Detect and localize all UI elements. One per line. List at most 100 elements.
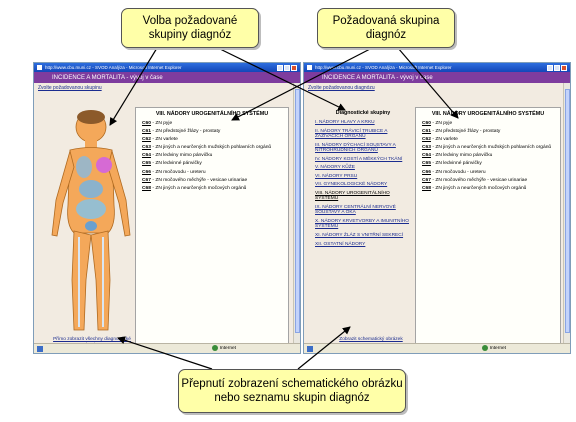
callout-choose-group: Volba požadované skupiny diagnóz	[121, 8, 259, 48]
diagnostic-group-link[interactable]: VII. GYNEKOLOGICKÉ NÁDORY	[315, 182, 388, 188]
diagnosis-item[interactable]: C60 - ZN pyje	[422, 121, 556, 127]
diagnostic-group-link[interactable]: VI. NÁDORY PRSU	[315, 173, 358, 179]
diagnosis-code[interactable]: C61	[142, 129, 151, 135]
diagnostic-group-link[interactable]: V. NÁDORY KŮŽE	[315, 165, 355, 171]
zone-label: Internet	[219, 345, 236, 351]
diagnosis-item[interactable]: C67 - ZN močového měchýře - vesicae urin…	[422, 178, 556, 184]
diagnosis-item[interactable]: C65 - ZN ledvinné pánvičky	[422, 161, 556, 167]
diagnosis-code[interactable]: C63	[142, 145, 151, 151]
choose-group-link[interactable]: Zvolte požadovanou skupinu	[38, 85, 102, 91]
diagnosis-text: - ZN předstojné žlázy - prostaty	[432, 129, 501, 135]
diagnosis-code[interactable]: C68	[422, 185, 431, 191]
diagnosis-code[interactable]: C64	[142, 153, 151, 159]
minimize-button[interactable]	[277, 64, 283, 71]
diagnosis-code[interactable]: C63	[422, 145, 431, 151]
human-body-diagram[interactable]	[48, 105, 134, 337]
diagnosis-item[interactable]: C67 - ZN močového měchýře - vesicae urin…	[142, 178, 284, 184]
diagnostic-group-link[interactable]: XII. OSTATNÍ NÁDORY	[315, 241, 366, 247]
diagnosis-item[interactable]: C62 - ZN varlete	[142, 137, 284, 143]
internet-zone-icon	[211, 345, 218, 351]
app-title: INCIDENCE A MORTALITA - vývoj v čase	[52, 74, 163, 81]
diagnosis-code[interactable]: C60	[142, 121, 151, 126]
diagnosis-code[interactable]: C60	[422, 121, 431, 126]
maximize-button[interactable]	[284, 64, 290, 71]
diagnosis-text: - ZN ledvinné pánvičky	[152, 161, 202, 167]
diagnosis-text: - ZN ledviny mimo pánvičku	[432, 153, 493, 159]
close-button[interactable]	[561, 64, 567, 71]
diagnosis-code[interactable]: C62	[422, 137, 431, 143]
diagnosis-code[interactable]: C67	[142, 177, 151, 183]
scrollbar-thumb[interactable]	[565, 89, 570, 333]
diagnostic-group-link[interactable]: I. NÁDORY HLAVY A KRKU	[315, 120, 375, 125]
diagnosis-code[interactable]: C68	[142, 185, 151, 191]
diagnosis-item[interactable]: C61 - ZN předstojné žlázy - prostaty	[422, 129, 556, 135]
diagnostic-group-link[interactable]: II. NÁDORY TRÁVICÍ TRUBICE A ZAŽÍVACÍCH …	[315, 128, 388, 139]
diagnostic-group-link[interactable]: IV. NÁDORY KOSTÍ A MĚKKÝCH TKÁNÍ	[315, 156, 403, 162]
left-leg	[71, 230, 92, 331]
diagnosis-code[interactable]: C66	[142, 169, 151, 175]
diagnosis-code[interactable]: C64	[422, 153, 431, 159]
scrollbar-thumb[interactable]	[295, 89, 300, 333]
callout-text: Požadovaná skupina diagnóz	[332, 15, 440, 41]
diagnostic-group-link[interactable]: III. NÁDORY DÝCHACÍ SOUSTAVY A NITROHRUD…	[315, 142, 396, 153]
diagnostic-group-link[interactable]: XI. NÁDORY ŽLÁZ S VNITŘNÍ SEKRECÍ	[315, 232, 404, 238]
callout-text: Volba požadované skupiny diagnóz	[142, 15, 238, 41]
diagnosis-code[interactable]: C65	[422, 161, 431, 167]
diagnosis-item[interactable]: C63 - ZN jiných a neurčených mužských po…	[422, 145, 556, 151]
minimize-button[interactable]	[547, 64, 553, 71]
status-bar: Internet	[304, 343, 570, 353]
status-bar: Internet	[34, 343, 300, 353]
choose-diagnosis-link[interactable]: Zvolte požadovanou diagnózu	[308, 85, 375, 91]
intestine-region	[76, 199, 106, 219]
diagnosis-text: - ZN jiných a neurčených mužských pohlav…	[432, 145, 552, 151]
diagnosis-code[interactable]: C67	[422, 177, 431, 183]
diagnosis-code[interactable]: C62	[142, 137, 151, 143]
diagnosis-item[interactable]: C66 - ZN močovodu - ureteru	[142, 170, 284, 176]
diagnosis-text: - ZN močovodu - ureteru	[432, 169, 486, 175]
diagnosis-item[interactable]: C63 - ZN jiných a neurčených mužských po…	[142, 145, 284, 151]
body-figure-shape	[51, 110, 131, 331]
diagnosis-code[interactable]: C61	[422, 129, 431, 135]
diagnosis-panel: VIII. NÁDORY UROGENITÁLNÍHO SYSTÉMU C60 …	[415, 107, 561, 347]
maximize-button[interactable]	[554, 64, 560, 71]
show-diagram-link[interactable]: Zobrazit schematický obrázek	[339, 337, 403, 342]
diagnosis-text: - ZN předstojné žlázy - prostaty	[152, 129, 221, 135]
diagnosis-item[interactable]: C64 - ZN ledviny mimo pánvičku	[422, 153, 556, 159]
security-zone: Internet	[481, 345, 506, 351]
page-done-icon	[307, 345, 313, 352]
diagnosis-item[interactable]: C66 - ZN močovodu - ureteru	[422, 170, 556, 176]
diagnosis-item[interactable]: C65 - ZN ledvinné pánvičky	[142, 161, 284, 167]
breast-region	[96, 157, 112, 173]
neck	[85, 140, 97, 149]
browser-window-right: http://www.cbu.muni.cz - SVOD Analýza - …	[303, 62, 571, 354]
diagnosis-item[interactable]: C68 - ZN jiných a neurčených močových or…	[422, 186, 556, 192]
window-titlebar[interactable]: http://www.cbu.muni.cz - SVOD Analýza - …	[304, 63, 570, 72]
groups-heading: Diagnostické skupiny	[335, 110, 391, 116]
hair	[77, 110, 105, 124]
zone-label: Internet	[489, 345, 506, 351]
diagnosis-text: - ZN pyje	[152, 121, 173, 126]
diagnosis-code[interactable]: C66	[422, 169, 431, 175]
browser-window-left: http://www.cbu.muni.cz - SVOD Analýza - …	[33, 62, 301, 354]
window-titlebar[interactable]: http://www.cbu.muni.cz - SVOD Analýza - …	[34, 63, 300, 72]
close-button[interactable]	[291, 64, 297, 71]
diagnosis-panel: VIII. NÁDORY UROGENITÁLNÍHO SYSTÉMU C60 …	[135, 107, 289, 345]
vertical-scrollbar[interactable]	[563, 83, 570, 343]
diagnosis-item[interactable]: C62 - ZN varlete	[422, 137, 556, 143]
diagnosis-item[interactable]: C60 - ZN pyje	[142, 121, 284, 127]
diagnosis-item[interactable]: C68 - ZN jiných a neurčených močových or…	[142, 186, 284, 192]
diagnosis-item[interactable]: C61 - ZN předstojné žlázy - prostaty	[142, 129, 284, 135]
vertical-scrollbar[interactable]	[293, 83, 300, 343]
page-done-icon	[37, 345, 43, 352]
diagnosis-text: - ZN jiných a neurčených mužských pohlav…	[152, 145, 272, 151]
app-header: INCIDENCE A MORTALITA - vývoj v čase	[34, 72, 300, 83]
diagnosis-text: - ZN varlete	[152, 137, 178, 143]
diagnostic-group-link[interactable]: VIII. NÁDORY UROGENITÁLNÍHO SYSTÉMU	[315, 190, 390, 202]
diagnosis-item[interactable]: C64 - ZN ledviny mimo pánvičku	[142, 153, 284, 159]
diagnostic-group-link[interactable]: X. NÁDORY KRVETVORBY A IMUNITNÍHO SYSTÉM…	[315, 218, 410, 230]
diagnosis-text: - ZN ledvinné pánvičky	[432, 161, 482, 167]
lungs-region	[76, 156, 92, 178]
diagnosis-code[interactable]: C65	[142, 161, 151, 167]
diagnostic-groups-list: Diagnostické skupiny I. NÁDORY HLAVY A K…	[315, 110, 411, 250]
diagnostic-group-link[interactable]: IX. NÁDORY CENTRÁLNÍ NERVOVÉ SOUSTAVY A …	[315, 204, 396, 216]
